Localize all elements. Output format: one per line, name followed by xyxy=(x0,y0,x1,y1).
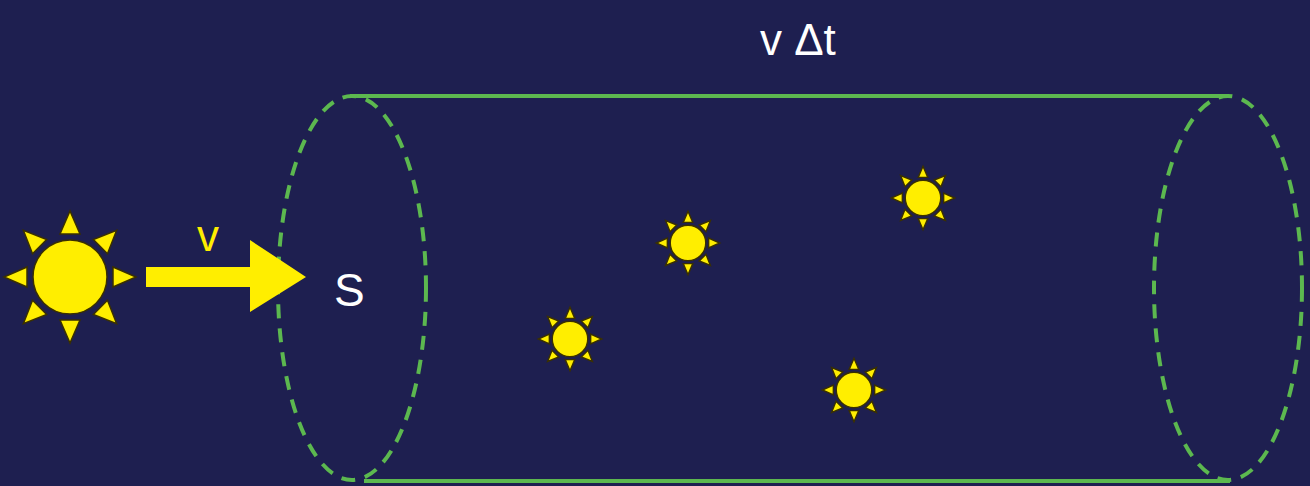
surface-label: S xyxy=(334,267,365,313)
distance-label: v Δt xyxy=(760,18,836,62)
velocity-label: v xyxy=(197,214,219,258)
cylinder-bottom xyxy=(364,479,1230,483)
cylinder xyxy=(278,96,1302,481)
star-small xyxy=(538,166,954,421)
cylinder-top xyxy=(350,94,1228,98)
cylinder-right-end xyxy=(1154,96,1302,480)
star-large xyxy=(4,211,136,343)
velocity-arrow xyxy=(146,240,306,312)
cylinder-left-end xyxy=(278,96,426,480)
